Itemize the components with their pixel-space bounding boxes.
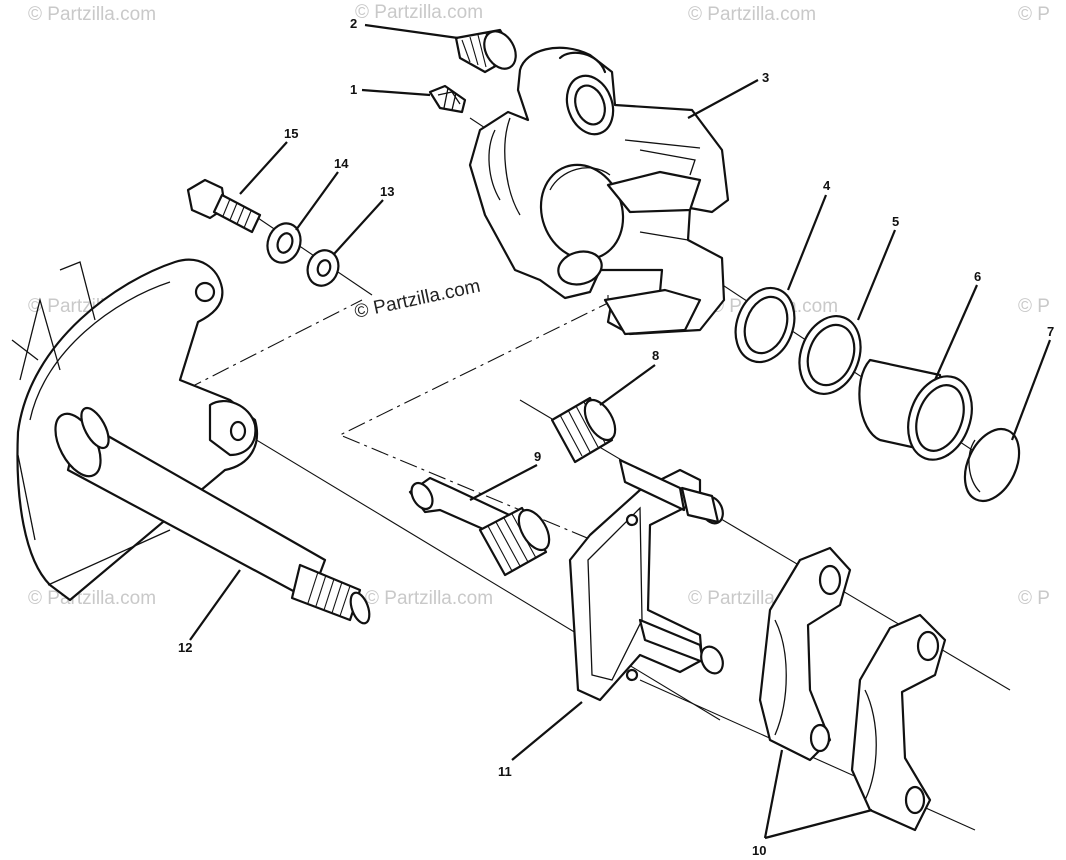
- watermark: © Partzilla.com: [28, 4, 156, 25]
- callout-13: 13: [380, 184, 394, 199]
- pin-boot-upper: [550, 396, 617, 464]
- dust-seal: [734, 286, 796, 364]
- callout-6: 6: [974, 269, 981, 284]
- leader-13: [333, 199, 384, 255]
- watermark: © P: [1018, 4, 1050, 25]
- leader-6: [933, 284, 979, 381]
- leader-10b: [764, 808, 873, 840]
- watermark: © Partzilla.com: [28, 588, 156, 609]
- watermark: © Partzilla.com: [365, 588, 493, 609]
- callout-numbers: 1 2 3 4 5 6 7 8 9 10 11 12 13 14 15: [178, 16, 1054, 858]
- callout-15: 15: [284, 126, 298, 141]
- callout-10: 10: [752, 843, 766, 858]
- axle-shaft: [54, 406, 371, 625]
- leader-9: [469, 464, 538, 501]
- bleeder-cap: [454, 28, 517, 74]
- lower-pin-axis-line: [239, 429, 721, 721]
- piston-seal: [798, 315, 862, 395]
- dashed-guide-upper: [184, 299, 363, 391]
- flat-washer: [306, 249, 340, 287]
- leader-12: [189, 569, 241, 641]
- caliper-body: [468, 46, 730, 336]
- watermark-center: © Partzilla.com: [353, 276, 483, 323]
- callout-2: 2: [350, 16, 357, 31]
- callout-9: 9: [534, 449, 541, 464]
- frame-arm-hole: [194, 281, 216, 303]
- callout-3: 3: [762, 70, 769, 85]
- leader-14: [295, 171, 339, 231]
- lock-washer: [266, 222, 302, 264]
- frame-arm: [11, 258, 259, 602]
- leader-15: [239, 141, 288, 195]
- callout-11: 11: [498, 764, 512, 779]
- leader-3: [687, 79, 759, 119]
- watermark: © Partzilla.com: [688, 4, 816, 25]
- plug-cap: [963, 427, 1021, 503]
- brake-pads: [758, 546, 947, 832]
- leader-1: [361, 88, 431, 97]
- leader-lines: [189, 23, 1052, 840]
- callout-14: 14: [334, 156, 349, 171]
- callout-8: 8: [652, 348, 659, 363]
- slide-pin: [408, 476, 551, 577]
- caliper-bracket: [568, 458, 724, 702]
- callout-12: 12: [178, 640, 192, 655]
- bleeder-valve: [428, 84, 467, 114]
- callout-1: 1: [350, 82, 357, 97]
- leader-11: [511, 701, 583, 761]
- watermark: © Partzilla.com: [355, 2, 483, 23]
- leader-7: [1010, 339, 1052, 441]
- watermark: © P: [1018, 588, 1050, 609]
- leader-2: [364, 23, 459, 40]
- callout-7: 7: [1047, 324, 1054, 339]
- leader-4: [786, 194, 828, 291]
- callout-5: 5: [892, 214, 899, 229]
- callout-4: 4: [823, 178, 831, 193]
- leader-8: [599, 364, 656, 406]
- mounting-bolt: [186, 178, 262, 234]
- piston: [858, 358, 973, 461]
- leader-5: [856, 229, 897, 321]
- watermark: © P: [1018, 296, 1050, 317]
- leader-10a: [763, 749, 784, 839]
